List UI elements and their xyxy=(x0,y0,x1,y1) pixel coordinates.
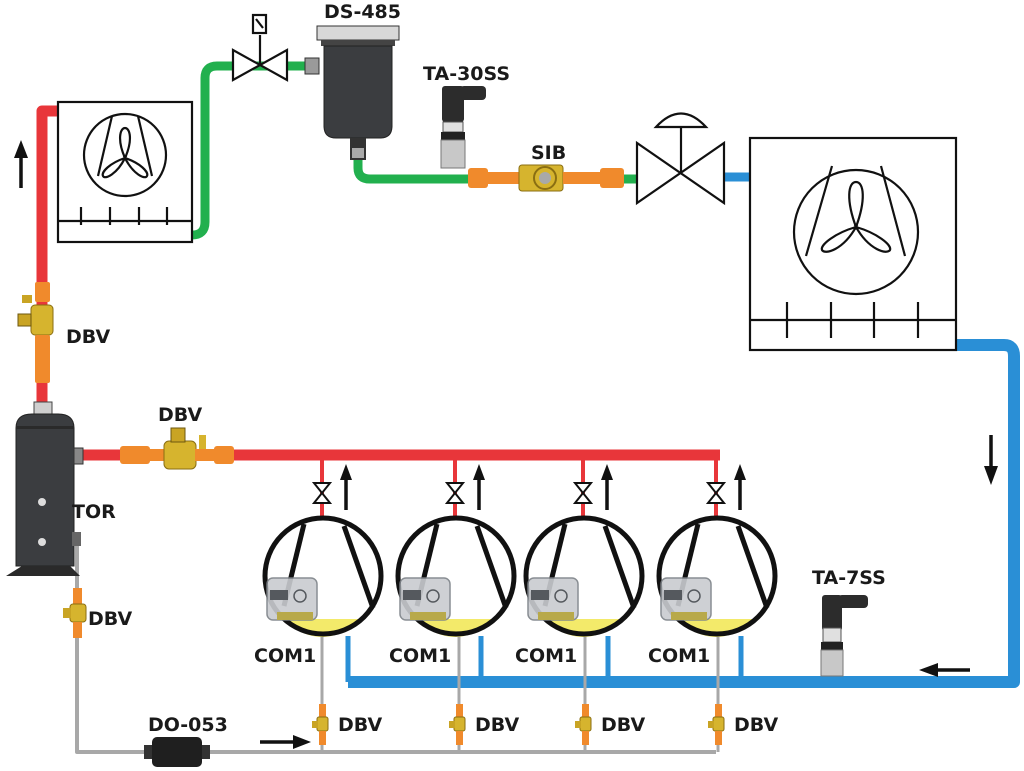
compressor-symbol xyxy=(523,515,645,637)
service-valve-icon xyxy=(444,482,466,504)
label-receiver-filter: DS-485 xyxy=(324,1,401,23)
suction-lines xyxy=(345,172,1020,688)
oil-filter xyxy=(144,737,210,767)
arrow-left-icon xyxy=(919,663,970,677)
arrow-up-icon xyxy=(734,464,746,480)
suction-pressure-sensor xyxy=(820,595,868,677)
labels: DS-485 TA-30SS SIB DBV DBV TOR DBV DO-05… xyxy=(66,1,886,736)
solenoid-valve xyxy=(231,13,289,82)
service-valve-icon xyxy=(311,482,333,504)
fan-icon xyxy=(792,165,920,296)
compressor-symbol xyxy=(262,515,384,637)
arrow-down-icon xyxy=(984,435,998,485)
liquid-pipe-filter-out xyxy=(353,160,640,184)
label-sight-glass: SIB xyxy=(531,142,566,164)
fan-icon xyxy=(82,112,168,198)
liquid-pipe-condenser-out xyxy=(191,61,318,240)
label-compressor: COM1 xyxy=(515,645,577,667)
label-suction-sensor: TA-7SS xyxy=(812,567,886,589)
sight-glass xyxy=(468,164,624,192)
arrow-up-icon xyxy=(14,140,28,188)
label-oil-separator: TOR xyxy=(72,501,116,523)
liquid-pressure-sensor xyxy=(440,86,486,169)
label-compressor: COM1 xyxy=(389,645,451,667)
label-discharge-valve: DBV xyxy=(66,326,110,348)
label-separator-valve: DBV xyxy=(158,404,202,426)
compressor-symbol xyxy=(395,515,517,637)
compressor-symbol xyxy=(656,515,778,637)
flow-arrows xyxy=(14,140,998,749)
suction-pipe-evaporator-out xyxy=(348,339,1020,688)
service-valve-icon xyxy=(572,482,594,504)
label-oil-filter: DO-053 xyxy=(148,714,228,736)
label-compressor: COM1 xyxy=(254,645,316,667)
oil-feed-valve xyxy=(712,716,725,732)
arrow-up-icon xyxy=(340,464,352,480)
label-oil-feed-valve: DBV xyxy=(338,714,382,736)
label-oil-feed-valve: DBV xyxy=(734,714,778,736)
oil-separator xyxy=(6,401,84,576)
arrow-up-icon xyxy=(601,464,613,480)
oil-feed-valve xyxy=(579,716,592,732)
label-oil-feed-valve: DBV xyxy=(475,714,519,736)
liquid-lines xyxy=(191,61,640,240)
receiver-filter xyxy=(304,25,400,160)
expansion-valve xyxy=(635,112,726,206)
condenser xyxy=(56,100,194,244)
service-valve-icon xyxy=(705,482,727,504)
discharge-ball-valve xyxy=(17,282,54,383)
label-oil-feed-valve: DBV xyxy=(601,714,645,736)
evaporator xyxy=(748,136,958,352)
oil-feed-valve xyxy=(453,716,466,732)
oil-feed-valve xyxy=(316,716,329,732)
oil-ball-valve xyxy=(63,588,87,638)
separator-ball-valve xyxy=(120,427,234,470)
label-liquid-sensor: TA-30SS xyxy=(423,63,510,85)
arrow-right-icon xyxy=(260,735,311,749)
arrow-up-icon xyxy=(473,464,485,480)
label-oil-valve: DBV xyxy=(88,608,132,630)
label-compressor: COM1 xyxy=(648,645,710,667)
